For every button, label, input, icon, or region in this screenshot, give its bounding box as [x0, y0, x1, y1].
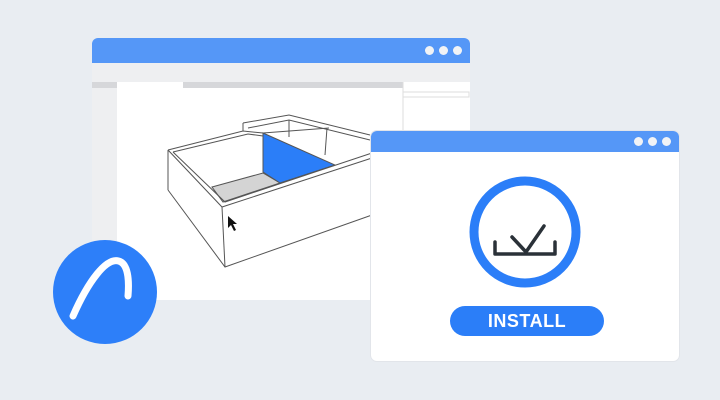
highlighted-wall: [262, 132, 337, 184]
app-logo: [53, 240, 157, 344]
window-control[interactable]: [634, 137, 643, 146]
cursor-icon: [228, 216, 237, 231]
archicad-arc-logo-icon: [69, 257, 132, 320]
room-model: [167, 114, 373, 268]
title-bar: [92, 38, 470, 63]
window-control[interactable]: [662, 137, 671, 146]
viewport: [117, 88, 403, 300]
window-control[interactable]: [648, 137, 657, 146]
window-control[interactable]: [439, 46, 448, 55]
window-control[interactable]: [453, 46, 462, 55]
title-bar: [371, 131, 679, 152]
installer-window: INSTALL: [371, 131, 679, 361]
install-button[interactable]: INSTALL: [450, 306, 604, 336]
window-control[interactable]: [425, 46, 434, 55]
download-check-icon: [469, 176, 581, 288]
